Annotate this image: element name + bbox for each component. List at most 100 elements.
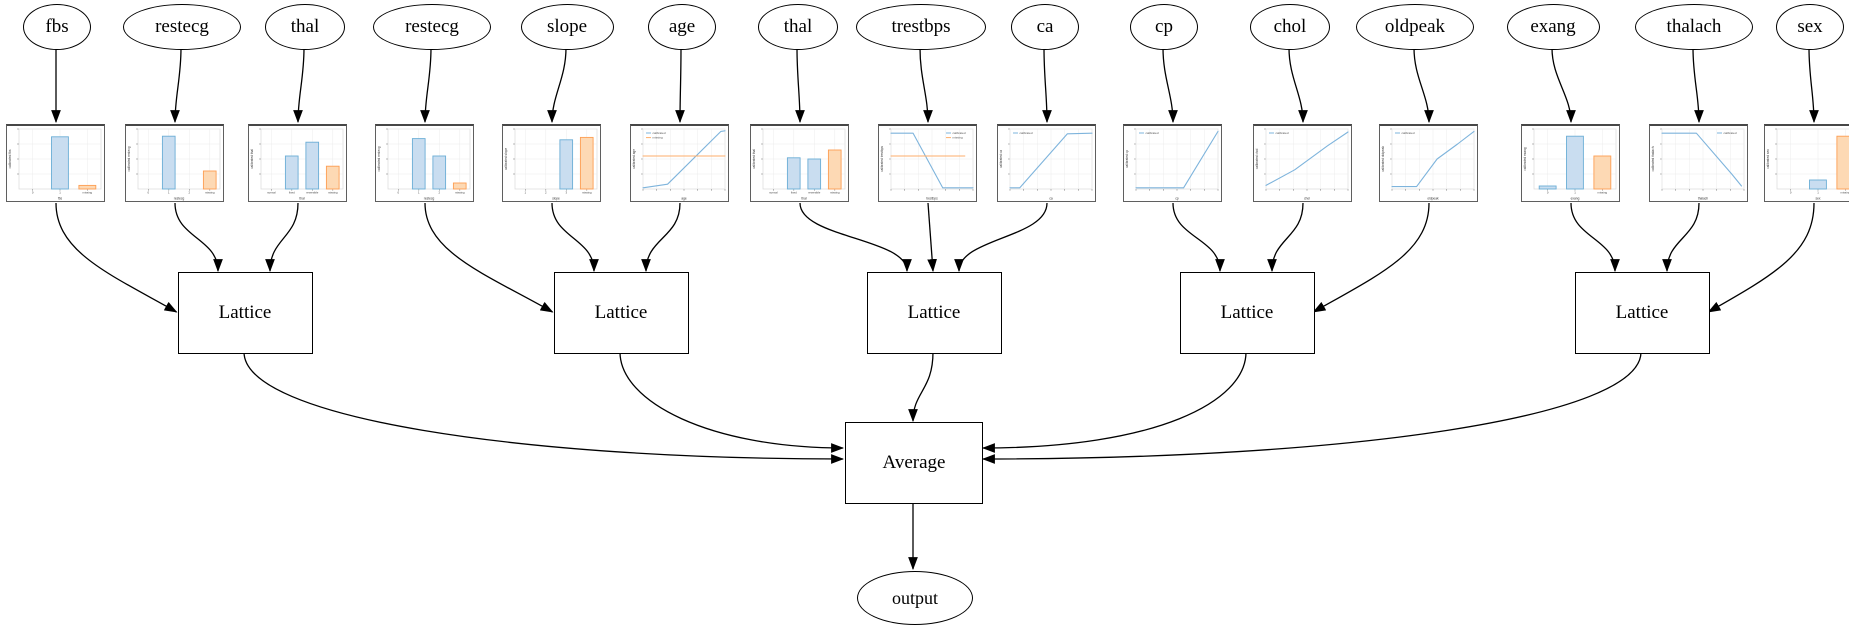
edge-arrow <box>1172 202 1225 273</box>
lattice-node-label: Lattice <box>218 302 272 323</box>
svg-text:calibrated restecg: calibrated restecg <box>377 146 381 171</box>
svg-text:normal: normal <box>267 191 276 195</box>
feature-node-thal: thal <box>264 4 346 50</box>
edge-arrow <box>420 47 432 124</box>
svg-text:restecg: restecg <box>174 197 185 201</box>
feature-node-label: ca <box>1036 16 1054 37</box>
svg-text:calibrated exang: calibrated exang <box>1523 147 1527 171</box>
feature-node-restecg: restecg <box>372 4 492 50</box>
svg-text:cp: cp <box>1175 197 1179 201</box>
svg-text:thal: thal <box>299 197 304 201</box>
lattice-node-label: Lattice <box>1615 302 1669 323</box>
edge-arrow <box>1692 47 1704 124</box>
svg-text:exang: exang <box>1571 197 1580 201</box>
svg-text:missing: missing <box>1841 191 1849 195</box>
svg-text:calibrated thal: calibrated thal <box>752 149 756 169</box>
svg-text:calibrated: calibrated <box>1276 131 1289 135</box>
svg-text:calibrated thal: calibrated thal <box>250 149 254 169</box>
edge-arrow <box>981 351 1247 453</box>
svg-text:1: 1 <box>168 191 170 195</box>
svg-text:thalach: thalach <box>1698 197 1709 201</box>
feature-node-restecg: restecg <box>122 4 242 50</box>
svg-text:calibrated restecg: calibrated restecg <box>127 146 131 171</box>
feature-node-label: fbs <box>45 16 69 37</box>
feature-node-label: thal <box>783 16 813 37</box>
svg-text:normal: normal <box>769 191 778 195</box>
edge-arrow <box>675 47 685 124</box>
calibration-chart-sex: 01missingsexcalibrated sex <box>1764 124 1849 202</box>
svg-text:0: 0 <box>148 191 150 195</box>
edge-arrow <box>174 202 223 273</box>
lattice-node-4: Lattice <box>1179 272 1315 354</box>
edge-arrow <box>1662 202 1700 273</box>
edge-arrow <box>799 202 912 273</box>
feature-node-cp: cp <box>1130 4 1198 50</box>
feature-node-label: oldpeak <box>1384 16 1446 37</box>
svg-text:calibrated: calibrated <box>1146 131 1159 135</box>
feature-node-thalach: thalach <box>1634 4 1754 50</box>
svg-text:calibrated slope: calibrated slope <box>504 148 508 171</box>
edge-arrow <box>1808 47 1819 124</box>
feature-node-slope: slope <box>520 4 614 50</box>
lattice-node-3: Lattice <box>866 272 1002 354</box>
svg-text:calibrated oldpeak: calibrated oldpeak <box>1381 146 1385 172</box>
feature-node-oldpeak: oldpeak <box>1355 4 1475 50</box>
svg-text:1: 1 <box>1574 191 1576 195</box>
svg-text:calibrated fbs: calibrated fbs <box>8 149 12 168</box>
svg-text:2: 2 <box>545 191 547 195</box>
svg-text:fixed: fixed <box>791 191 797 195</box>
svg-text:missing: missing <box>653 136 664 140</box>
svg-text:calibrated thalach: calibrated thalach <box>1651 146 1655 171</box>
svg-text:calibrated: calibrated <box>1402 131 1415 135</box>
edge-arrow <box>927 202 937 273</box>
edge-arrow <box>1312 202 1430 313</box>
feature-node-label: age <box>668 16 696 37</box>
edge-arrow <box>551 202 599 273</box>
svg-text:0: 0 <box>1547 191 1549 195</box>
svg-text:1: 1 <box>418 191 420 195</box>
svg-text:missing: missing <box>830 191 840 195</box>
average-node: Average <box>845 422 983 504</box>
svg-text:1: 1 <box>59 191 61 195</box>
edge-arrow <box>1707 202 1815 313</box>
feature-node-label: sex <box>1797 16 1823 37</box>
edge-arrow <box>1267 202 1304 273</box>
svg-text:sex: sex <box>1816 197 1821 201</box>
svg-text:missing: missing <box>1598 191 1608 195</box>
feature-node-thal: thal <box>757 4 839 50</box>
svg-text:0: 0 <box>398 191 400 195</box>
edge-arrow <box>1551 47 1576 124</box>
feature-node-ca: ca <box>1011 4 1079 50</box>
edge-arrow <box>641 202 681 273</box>
calibration-chart-exang: 0 1 missing exang calibrated exang <box>1521 124 1620 202</box>
edge-arrow <box>170 47 182 124</box>
lattice-node-label: Lattice <box>907 302 961 323</box>
svg-text:trestbps: trestbps <box>926 197 938 201</box>
feature-node-label: thal <box>290 16 320 37</box>
lattice-node-5: Lattice <box>1574 272 1710 354</box>
edge-arrow <box>795 47 805 124</box>
feature-node-label: restecg <box>155 16 209 37</box>
edge-arrow <box>547 47 567 124</box>
svg-text:missing: missing <box>205 191 215 195</box>
svg-text:missing: missing <box>582 191 592 195</box>
edge-arrow <box>1042 47 1052 124</box>
svg-text:0: 0 <box>32 191 34 195</box>
feature-node-label: slope <box>546 16 588 37</box>
lattice-node-label: Lattice <box>594 302 648 323</box>
svg-text:fbs: fbs <box>58 197 63 201</box>
edge-arrow <box>954 202 1048 273</box>
svg-text:age: age <box>681 197 687 201</box>
output-node-label: output <box>891 587 938 608</box>
